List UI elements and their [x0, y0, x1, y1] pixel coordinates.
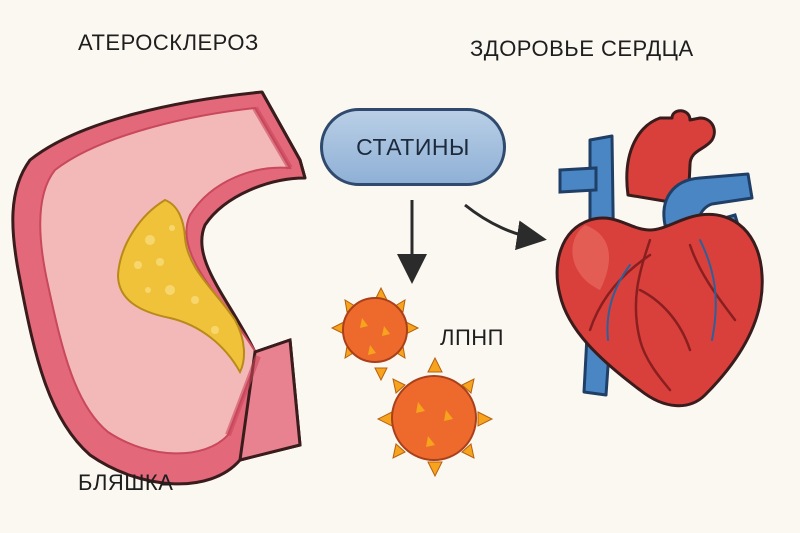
atherosclerosis-label: АТЕРОСКЛЕРОЗ [78, 30, 259, 55]
heart-health-label: ЗДОРОВЬЕ СЕРДЦА [470, 36, 694, 61]
heart-illustration [555, 109, 764, 408]
ldl-particle-small [330, 286, 420, 382]
ldl-particle-large [376, 356, 494, 478]
aorta [625, 109, 716, 207]
plaque-label: БЛЯШКА [78, 470, 174, 495]
statins-pill: СТАТИНЫ [320, 108, 506, 186]
arrow-to-heart [464, 203, 547, 251]
artery-illustration [11, 90, 307, 486]
statins-label: СТАТИНЫ [356, 133, 470, 160]
ldl-label: ЛПНП [440, 325, 504, 350]
